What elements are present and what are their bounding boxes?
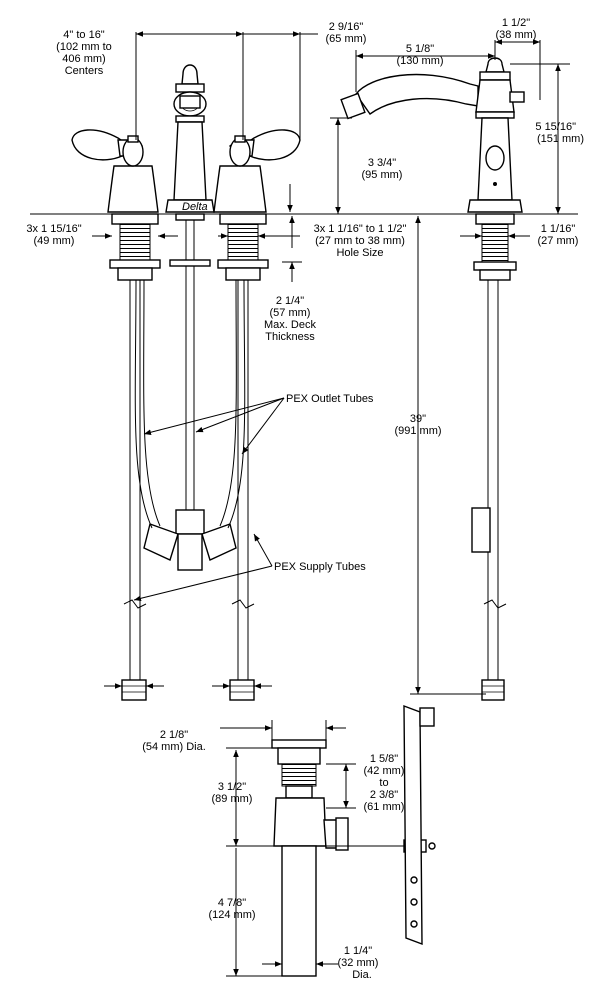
dim-overall-2: (991 mm) (394, 425, 441, 437)
dim-clear-1: 3 3/4" (368, 157, 396, 169)
dim-range-5: (61 mm) (364, 801, 405, 813)
dim-body-2: (89 mm) (212, 793, 253, 805)
break-marks (123, 599, 507, 609)
dim-range-1: 1 5/8" (370, 753, 398, 765)
dim-hole-1: 3x 1 1/16" to 1 1/2" (314, 223, 407, 235)
drain-assembly (271, 704, 436, 977)
dim-taildia-2: (32 mm) (338, 957, 379, 969)
dim-deck-2: (57 mm) (270, 307, 311, 319)
dim-flange-2: (54 mm) Dia. (142, 741, 206, 753)
dim-reach-1: 5 1/8" (406, 43, 434, 55)
dim-tail-2: (124 mm) (208, 909, 255, 921)
dim-height-2: (151 mm) (537, 133, 584, 145)
left-shank (109, 213, 161, 701)
dim-tail-1: 4 7/8" (218, 897, 246, 909)
dim-spouttop-2: (38 mm) (496, 29, 537, 41)
spout-front: Delta (165, 64, 215, 213)
dim-range-4: 2 3/8" (370, 789, 398, 801)
spout-side (340, 57, 525, 213)
right-handle (213, 129, 301, 213)
dim-flange-1: 2 1/8" (160, 729, 188, 741)
dim-base-2: (49 mm) (34, 235, 75, 247)
dim-taildia-1: 1 1/4" (344, 945, 372, 957)
dim-handle-1: 2 9/16" (329, 21, 364, 33)
dim-hole-2: (27 mm to 38 mm) (315, 235, 405, 247)
brand-logo: Delta (182, 201, 208, 213)
callout-pex-outlet: PEX Outlet Tubes (286, 393, 374, 405)
dim-reach-2: (130 mm) (396, 55, 443, 67)
dim-overall-1: 39" (410, 413, 426, 425)
dim-spouttop-1: 1 1/2" (502, 17, 530, 29)
dim-height-1: 5 15/16" (535, 121, 576, 133)
dim-shank-1: 1 1/16" (541, 223, 576, 235)
dim-hole-3: Hole Size (336, 247, 383, 259)
side-shank (471, 213, 517, 701)
dim-base-1: 3x 1 15/16" (26, 223, 81, 235)
dim-body-1: 3 1/2" (218, 781, 246, 793)
dim-centers-2: (102 mm to (56, 41, 112, 53)
left-handle (71, 129, 159, 213)
dim-range-3: to (379, 777, 388, 789)
right-shank (217, 213, 269, 701)
dim-handle-2: (65 mm) (326, 33, 367, 45)
center-shank (143, 213, 237, 571)
dimension-labels: 4" to 16" (102 mm to 406 mm) Centers 2 9… (26, 17, 584, 981)
dimension-lines (92, 31, 570, 977)
dim-centers-4: Centers (65, 65, 104, 77)
dim-deck-1: 2 1/4" (276, 295, 304, 307)
dim-deck-3: Max. Deck (264, 319, 316, 331)
callout-pex-supply: PEX Supply Tubes (274, 561, 366, 573)
dim-taildia-3: Dia. (352, 969, 372, 981)
dim-centers-3: 406 mm) (62, 53, 105, 65)
dim-shank-2: (27 mm) (538, 235, 579, 247)
pex-outlet-tubes (134, 279, 246, 529)
dim-range-2: (42 mm) (364, 765, 405, 777)
dim-centers-1: 4" to 16" (63, 29, 105, 41)
dim-clear-2: (95 mm) (362, 169, 403, 181)
dim-deck-4: Thickness (265, 331, 315, 343)
